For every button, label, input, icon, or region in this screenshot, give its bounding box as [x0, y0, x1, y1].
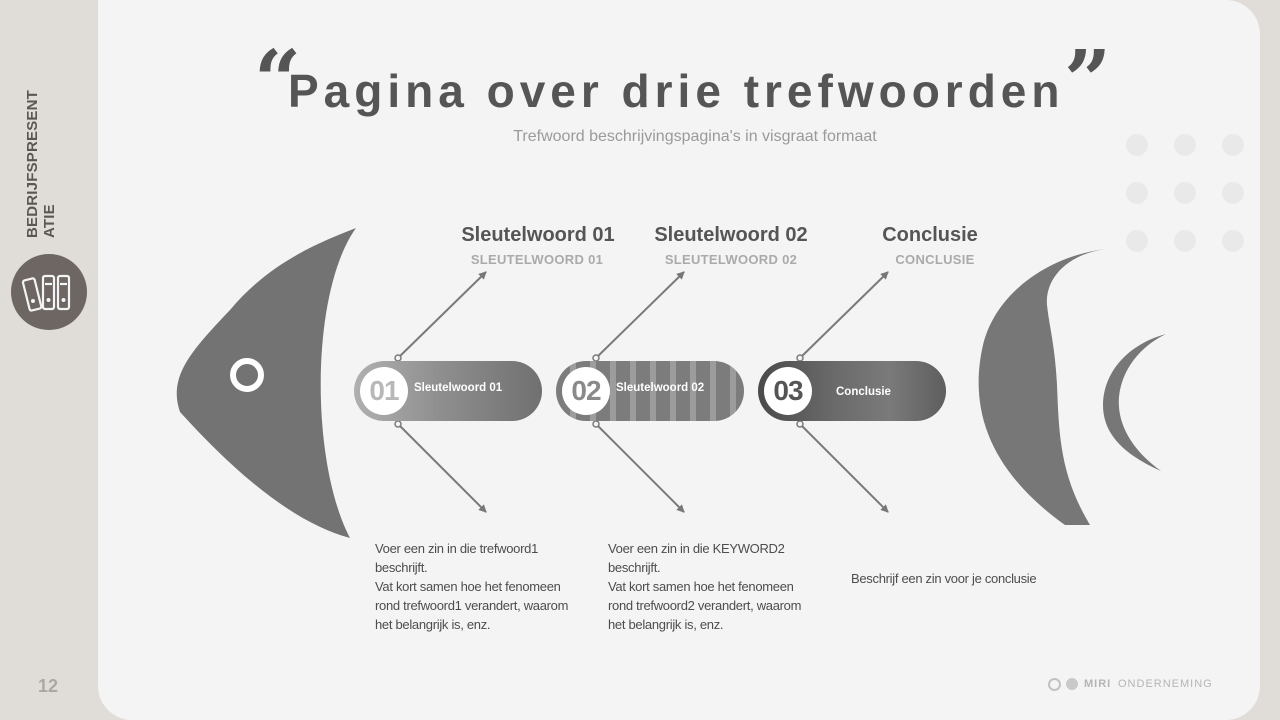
keyword-3-pill-label: Conclusie	[836, 386, 891, 398]
page-subtitle: Trefwoord beschrijvingspagina's in visgr…	[513, 128, 877, 145]
binders-icon	[11, 254, 87, 330]
keyword-1-title: Sleutelwoord 01	[461, 224, 615, 246]
keyword-1-pill-label: Sleutelwoord 01	[414, 382, 503, 394]
circle-icon	[1048, 678, 1061, 691]
keyword-1-description: Voer een zin in die trefwoord1 beschrijf…	[375, 539, 595, 634]
description-line: beschrijft.	[608, 560, 661, 575]
footer-brand-name: MIRI	[1084, 678, 1112, 690]
page-number: 12	[38, 676, 59, 696]
keyword-3-subtitle: CONCLUSIE	[895, 252, 975, 267]
dot-icon	[1066, 678, 1078, 690]
decorative-dot-grid	[1126, 134, 1246, 254]
description-line: Vat kort samen hoe het fenomeen	[608, 579, 794, 594]
keyword-3-number: 03	[764, 367, 812, 415]
description-line: Voer een zin in die KEYWORD2	[608, 541, 785, 556]
keyword-3-pill: 03 Conclusie	[758, 361, 946, 421]
quote-open-icon: “	[254, 33, 302, 129]
keyword-2-pill-label: Sleutelwoord 02	[616, 382, 705, 394]
description-line: het belangrijk is, enz.	[375, 617, 491, 632]
footer-brand-suffix: ONDERNEMING	[1118, 678, 1213, 690]
keyword-1-subtitle: SLEUTELWOORD 01	[470, 252, 604, 267]
keyword-1-number: 01	[360, 367, 408, 415]
description-line: rond trefwoord1 verandert, waarom	[375, 598, 569, 613]
fish-head-shape	[176, 228, 356, 538]
description-line: Beschrijf een zin voor je conclusie	[851, 571, 1037, 586]
description-line: beschrijft.	[375, 560, 428, 575]
description-line: Voer een zin in die trefwoord1	[375, 541, 538, 556]
keyword-2-description: Voer een zin in die KEYWORD2 beschrijft.…	[608, 539, 828, 634]
description-line: rond trefwoord2 verandert, waarom	[608, 598, 802, 613]
fish-tail-shape	[978, 249, 1166, 525]
keyword-3-description: Beschrijf een zin voor je conclusie	[851, 569, 1081, 588]
quote-close-icon: ”	[1064, 33, 1112, 129]
keyword-3-title: Conclusie	[882, 224, 978, 246]
description-line: Vat kort samen hoe het fenomeen	[375, 579, 561, 594]
keyword-2-subtitle: SLEUTELWOORD 02	[664, 252, 798, 267]
description-line: het belangrijk is, enz.	[608, 617, 724, 632]
keyword-2-number: 02	[562, 367, 610, 415]
keyword-2-title: Sleutelwoord 02	[654, 224, 808, 246]
keyword-1-pill: 01 Sleutelwoord 01	[354, 361, 542, 421]
keyword-2-pill: 02 Sleutelwoord 02	[556, 361, 744, 421]
page-title: Pagina over drie trefwoorden	[288, 65, 1065, 117]
